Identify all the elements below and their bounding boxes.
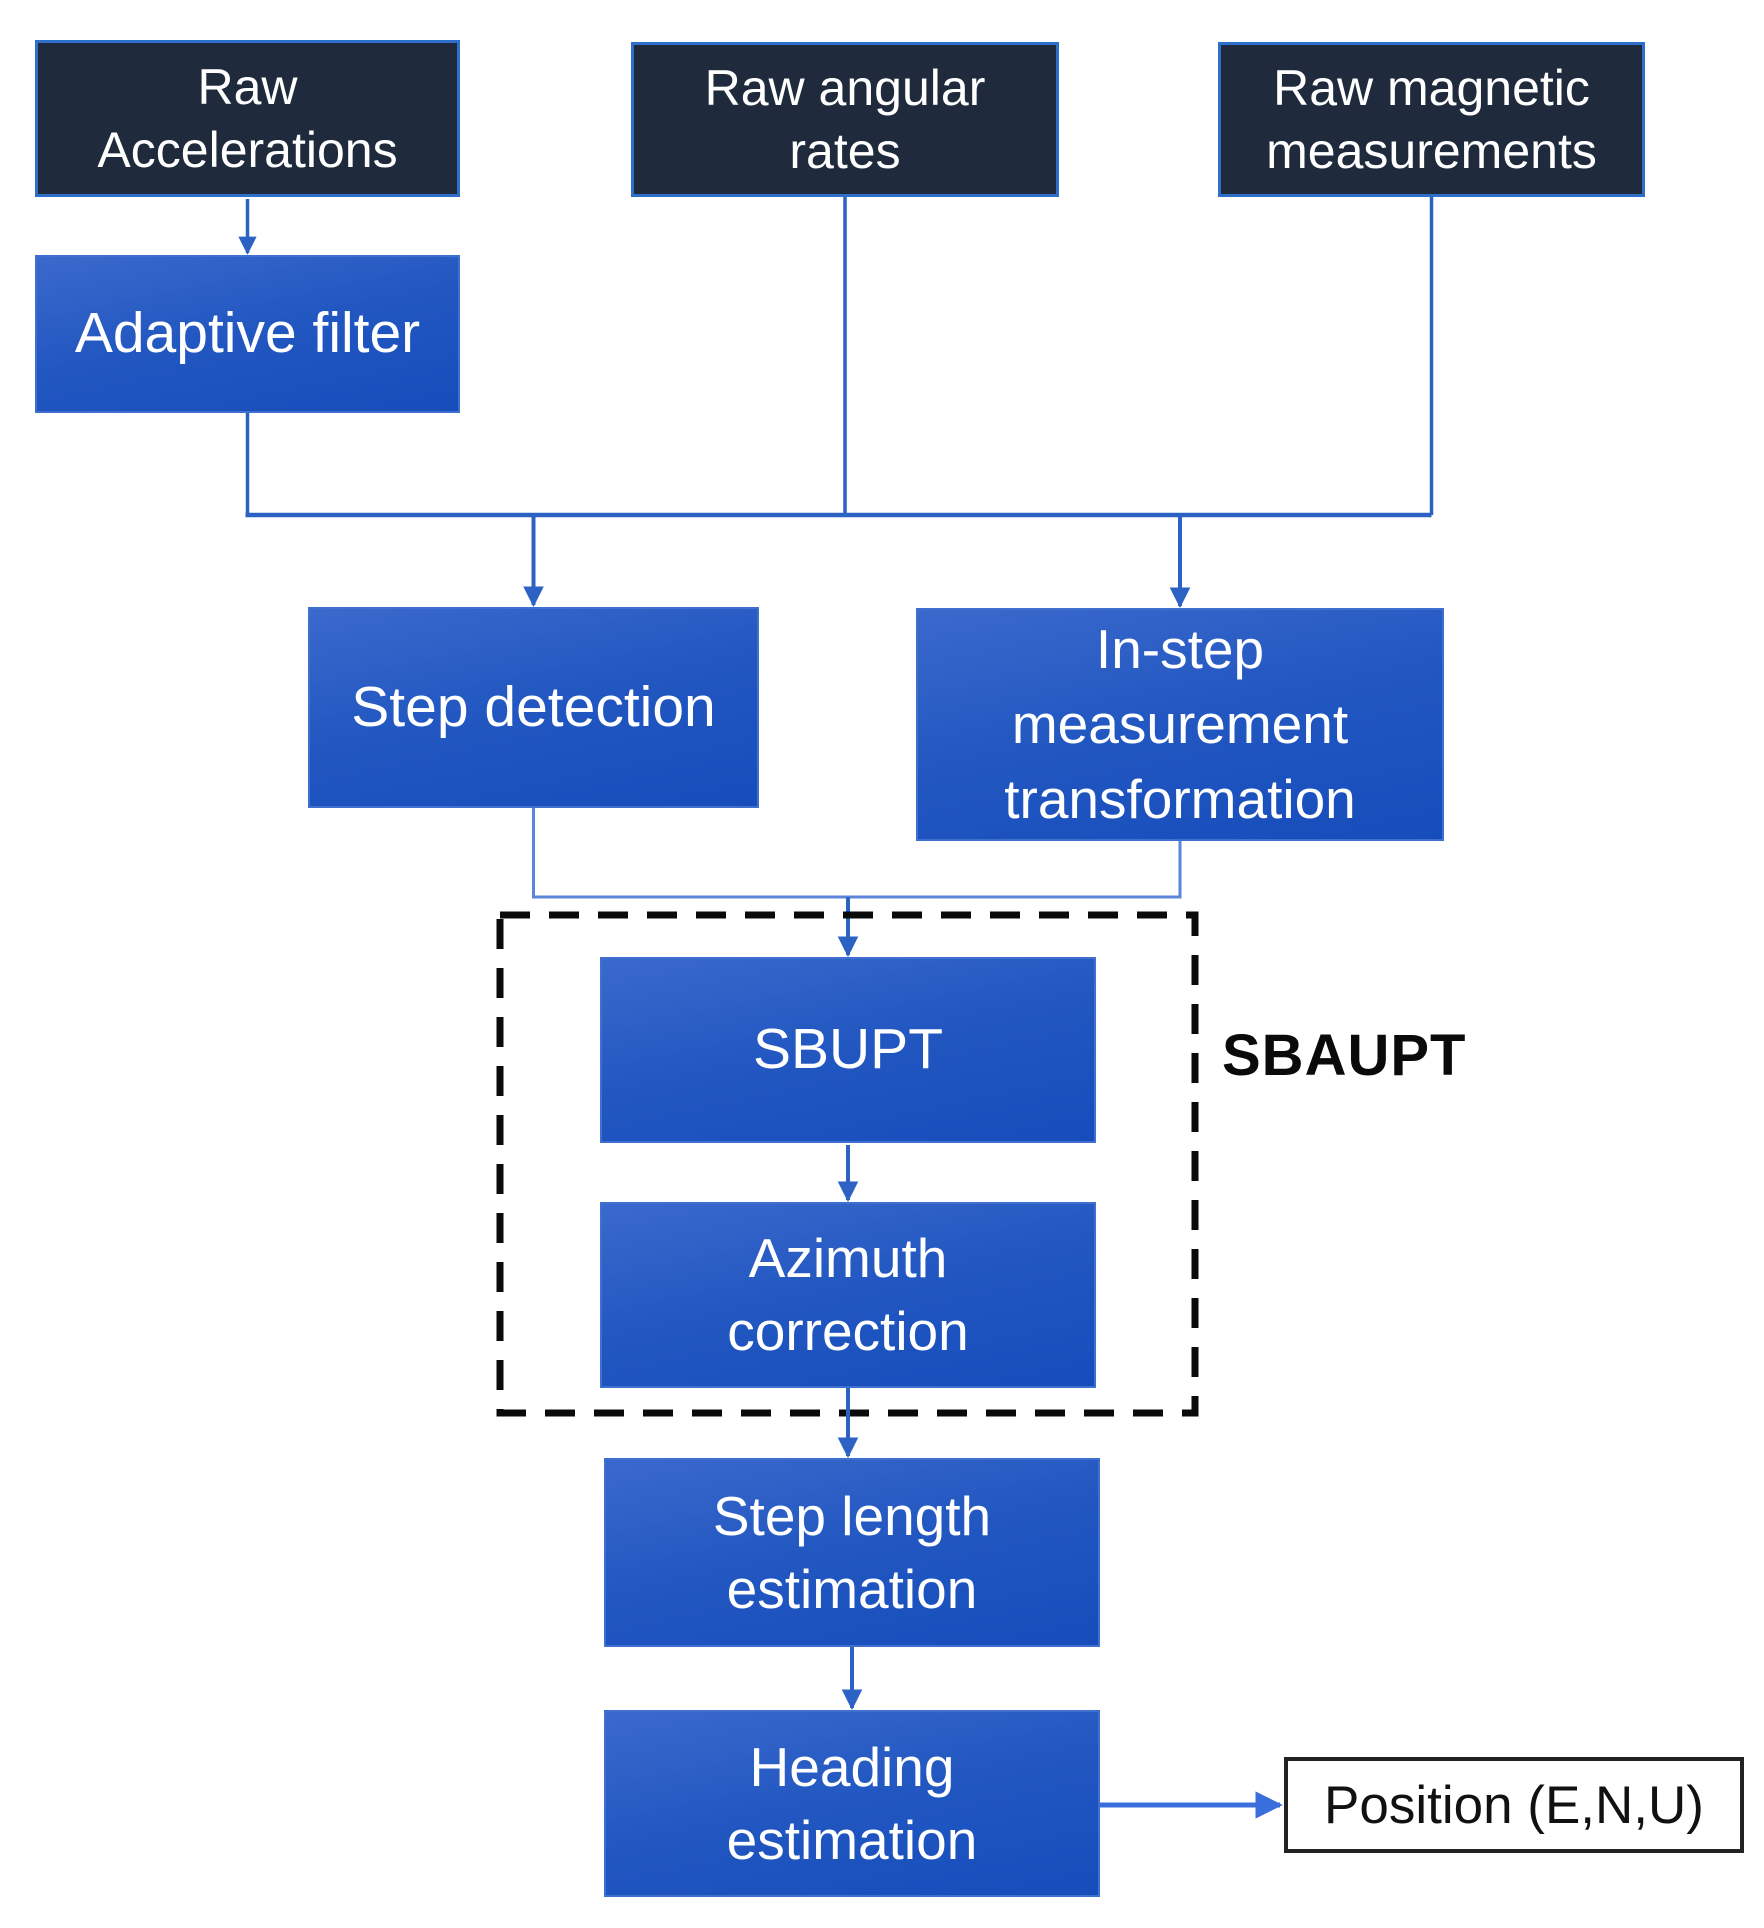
node-adaptive-filter: Adaptive filter	[35, 255, 460, 413]
node-raw-accelerations-label: Raw Accelerations	[97, 58, 398, 178]
node-position-output: Position (E,N,U)	[1284, 1757, 1744, 1853]
node-adaptive-filter-label: Adaptive filter	[74, 301, 421, 366]
sbaupt-group-label: SBAUPT	[1222, 1023, 1467, 1088]
node-raw-accelerations: Raw Accelerations	[35, 40, 460, 197]
node-position-output-label: Position (E,N,U)	[1324, 1775, 1704, 1835]
node-heading-estimation: Heading estimation	[604, 1710, 1100, 1897]
node-azimuth-correction-label: Azimuth correction	[727, 1227, 969, 1362]
node-sbupt-label: SBUPT	[752, 1017, 944, 1082]
node-step-length-estimation-label: Step length estimation	[712, 1484, 992, 1620]
node-step-detection-label: Step detection	[351, 674, 716, 739]
node-step-length-estimation: Step length estimation	[604, 1458, 1100, 1647]
node-raw-magnetic-measurements-label: Raw magnetic measurements	[1266, 59, 1597, 179]
node-in-step-measurement-transformation-label: In-step measurement transformation	[1004, 618, 1356, 830]
node-sbupt: SBUPT	[600, 957, 1096, 1143]
node-raw-angular-rates: Raw angular rates	[631, 42, 1059, 197]
node-step-detection: Step detection	[308, 607, 759, 808]
node-raw-angular-rates-label: Raw angular rates	[704, 59, 986, 179]
node-heading-estimation-label: Heading estimation	[726, 1735, 978, 1871]
node-in-step-measurement-transformation: In-step measurement transformation	[916, 608, 1444, 841]
node-azimuth-correction: Azimuth correction	[600, 1202, 1096, 1388]
node-raw-magnetic-measurements: Raw magnetic measurements	[1218, 42, 1645, 197]
